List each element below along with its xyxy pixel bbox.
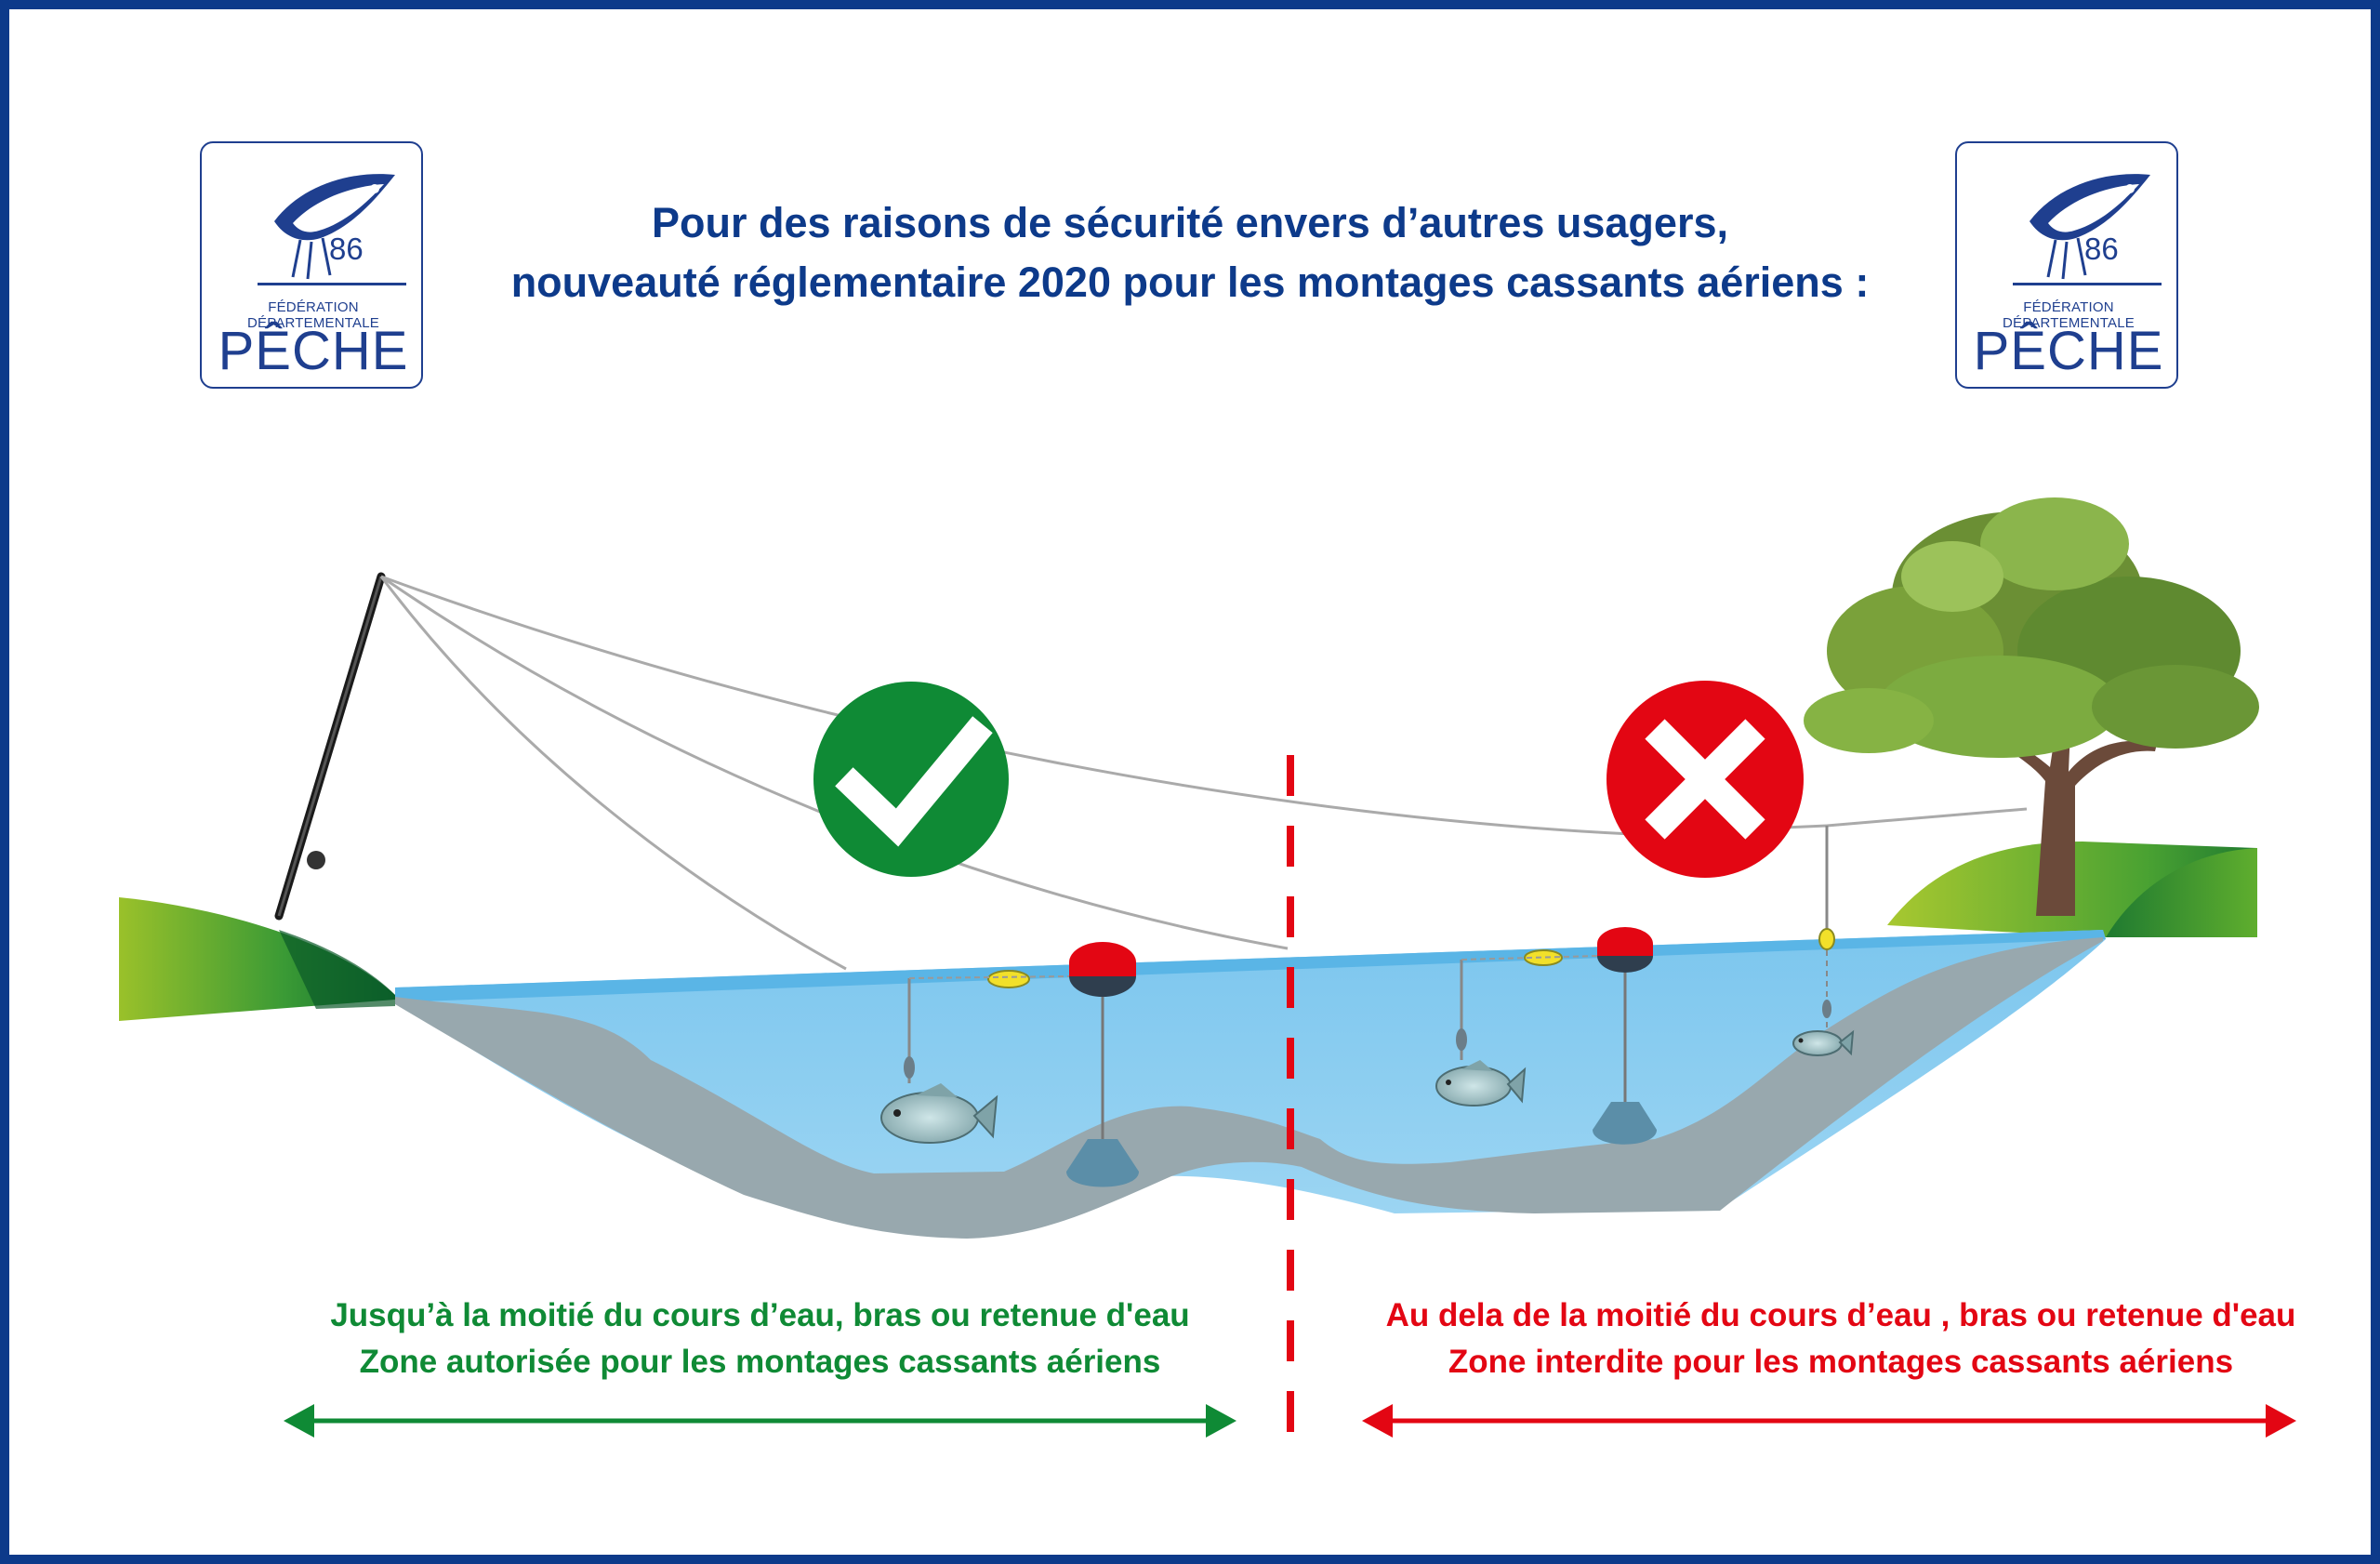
rig-line-left bbox=[908, 975, 1070, 979]
fish-logo-icon bbox=[274, 174, 395, 280]
logo-number: 86 bbox=[329, 232, 364, 266]
red-buoy-left bbox=[1069, 942, 1136, 976]
fishing-line-2 bbox=[380, 575, 1289, 950]
logo-name: PÊCHE bbox=[218, 321, 409, 381]
anchor-right bbox=[1593, 1102, 1657, 1145]
fish-middle bbox=[1435, 1060, 1527, 1107]
tree bbox=[1804, 497, 2259, 916]
fishing-line-1 bbox=[379, 576, 847, 971]
logo-subtitle: FÉDÉRATION DÉPARTEMENTALE bbox=[2003, 299, 2135, 331]
sinker-left bbox=[904, 1056, 915, 1079]
fishing-line-3 bbox=[380, 575, 1828, 836]
red-buoy-right bbox=[1597, 927, 1653, 956]
logo-number: 86 bbox=[2084, 232, 2119, 266]
fish-right bbox=[1792, 1029, 1855, 1056]
yellow-float-right bbox=[1524, 949, 1563, 966]
logo-name: PÊCHE bbox=[1973, 321, 2164, 381]
forbidden-zone-line-1: Au dela de la moitié du cours d’eau , br… bbox=[1385, 1297, 2296, 1333]
buoy-base-left bbox=[1069, 976, 1136, 997]
water-surface bbox=[395, 930, 2106, 1002]
tree-float bbox=[1818, 928, 1835, 950]
allowed-zone-caption: Jusqu’à la moitié du cours d’eau, bras o… bbox=[279, 1292, 1241, 1385]
cross-icon bbox=[1606, 681, 1804, 878]
rod-highlight bbox=[277, 576, 383, 917]
forbidden-zone-arrow bbox=[1362, 1404, 2296, 1438]
rig-line-right bbox=[1461, 955, 1598, 961]
tree-sinker bbox=[1822, 1000, 1831, 1018]
title-line-2: nouveauté réglementaire 2020 pour les mo… bbox=[510, 258, 1870, 306]
logo-subtitle: FÉDÉRATION DÉPARTEMENTALE bbox=[247, 299, 379, 331]
left-bank-shade bbox=[279, 930, 395, 1009]
title-line-1: Pour des raisons de sécurité envers d’au… bbox=[651, 199, 1728, 246]
logo-divider bbox=[2013, 283, 2162, 285]
fish-logo-icon bbox=[2030, 174, 2150, 280]
riverbed bbox=[395, 937, 2103, 1239]
check-icon bbox=[813, 682, 1009, 877]
forbidden-zone-caption: Au dela de la moitié du cours d’eau , br… bbox=[1339, 1292, 2343, 1385]
rod-reel bbox=[307, 851, 325, 869]
allowed-zone-line-2: Zone autorisée pour les montages cassant… bbox=[359, 1344, 1161, 1380]
federation-logo-left: 86 FÉDÉRATION DÉPARTEMENTALE PÊCHE bbox=[200, 141, 423, 389]
anchor-left bbox=[1066, 1139, 1139, 1187]
right-bank-shade bbox=[2106, 848, 2257, 937]
sinker-right bbox=[1456, 1028, 1467, 1051]
line-to-tree bbox=[1826, 807, 2028, 828]
fish-left bbox=[880, 1083, 998, 1144]
page-title: Pour des raisons de sécurité envers d’au… bbox=[400, 193, 1980, 312]
allowed-zone-arrow bbox=[284, 1404, 1236, 1438]
federation-logo-right: 86 FÉDÉRATION DÉPARTEMENTALE PÊCHE bbox=[1955, 141, 2178, 389]
yellow-float-left bbox=[987, 970, 1030, 988]
forbidden-zone-line-2: Zone interdite pour les montages cassant… bbox=[1448, 1344, 2234, 1380]
logo-divider bbox=[258, 283, 406, 285]
allowed-zone-line-1: Jusqu’à la moitié du cours d’eau, bras o… bbox=[330, 1297, 1190, 1333]
buoy-base-right bbox=[1597, 956, 1653, 973]
